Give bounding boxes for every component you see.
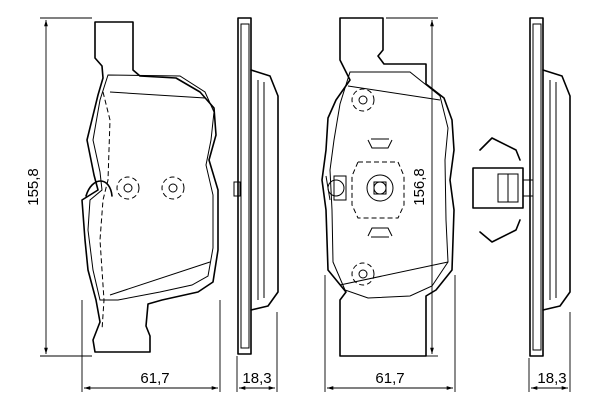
- pad-1-width-label: 61,7: [140, 370, 169, 387]
- pad-1-friction-lining: [87, 74, 215, 301]
- pad-1-front-view: [81, 21, 219, 353]
- pad-2-side-lining: [542, 69, 571, 311]
- pad-1-hole-left: [116, 176, 140, 200]
- pad-2-height-dimension: 156,8: [386, 17, 438, 357]
- pad-1-side-view: [233, 17, 279, 355]
- pad-2-side-plate: [532, 23, 542, 351]
- pad-1-thickness-dimension: 18,3: [236, 312, 278, 392]
- pad-2-friction-lining: [329, 71, 449, 299]
- pad-2-thickness-label: 18,3: [537, 370, 566, 387]
- pad-1-side-plate: [240, 23, 250, 349]
- pad-2-spring-clip: [472, 137, 533, 243]
- pad-1-hole-right: [161, 176, 185, 200]
- pad-1-chamfer-top: [109, 91, 206, 99]
- pad-1-hidden-outline: [99, 91, 111, 331]
- pad-2-width-dimension: 61,7: [324, 275, 456, 392]
- pad-2-width-label: 61,7: [375, 370, 404, 387]
- pad-1-backing-plate: [81, 21, 219, 353]
- pad-1-side-lining: [250, 69, 279, 311]
- pad-1-height-label: 155,8: [25, 168, 42, 206]
- pad-2-hole-bottom: [351, 262, 375, 286]
- pad-1-side-slot: [233, 181, 241, 197]
- pad-1-side-lining-inner: [257, 80, 265, 300]
- pad-1-thickness-label: 18,3: [242, 370, 271, 387]
- pad-2-hole-bottom-inner: [358, 269, 368, 279]
- pad-2-chamfer-bottom: [339, 261, 449, 286]
- pad-2-thickness-dimension: 18,3: [528, 312, 571, 392]
- pad-1-width-dimension: 61,7: [81, 300, 221, 392]
- pad-1-hole-right-inner: [168, 183, 178, 193]
- pad-2-side-backing: [529, 17, 544, 357]
- pad-1-height-dimension: 155,8: [25, 17, 92, 357]
- pad-2-backing-plate: [321, 17, 455, 357]
- pad-2-chamfer-top: [347, 85, 441, 101]
- pad-1-hole-left-inner: [123, 183, 133, 193]
- pad-2-height-label: 156,8: [411, 168, 428, 206]
- pad-1-chamfer-bottom: [109, 261, 211, 296]
- pad-1-notch: [85, 180, 113, 197]
- pad-2-side-view: [472, 17, 571, 357]
- pad-1-side-backing: [237, 17, 252, 355]
- pad-2-hole-top: [351, 88, 375, 112]
- pad-2-clip-assembly: [325, 138, 405, 238]
- pad-2-hole-top-inner: [358, 95, 368, 105]
- pad-2-front-view: [321, 17, 455, 357]
